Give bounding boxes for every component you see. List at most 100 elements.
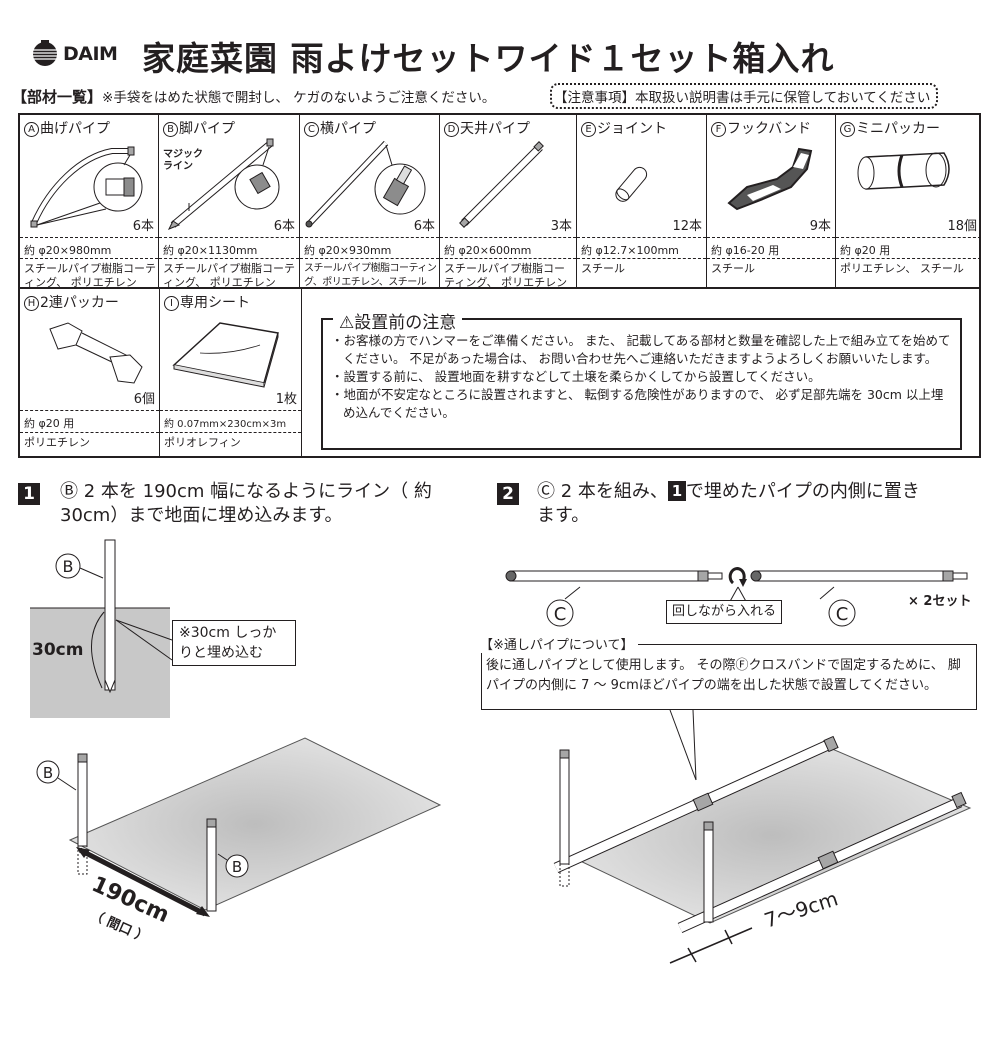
part-material: スチール	[577, 258, 706, 287]
part-material: スチールパイプ樹脂コーティング、ポリエチレン、スチール	[300, 258, 439, 290]
part-size: 約 φ20×600mm	[440, 237, 576, 258]
logo-text: DAIM	[63, 43, 118, 65]
caution-heading: ⚠設置前の注意	[333, 308, 463, 333]
caution-box: ⚠設置前の注意 お客様の方でハンマーをご準備ください。 また、 記載してある部材…	[321, 308, 962, 450]
svg-text:B: B	[43, 764, 53, 782]
note-body: 後に通しパイプとして使用します。 その際Ⓕクロスバンドで固定するために、 脚パイ…	[486, 658, 961, 693]
part-material: スチール	[707, 258, 835, 287]
part-size: 約 φ20 用	[20, 410, 159, 432]
part-size: 約 φ20 用	[836, 237, 981, 258]
part-material: ポリオレフィン	[160, 432, 301, 456]
part-material: スチールパイプ樹脂コーティング、 ポリエチレン	[20, 258, 158, 290]
svg-text:B: B	[232, 858, 242, 876]
part-qty: 12本	[672, 219, 702, 234]
part-qty: 3本	[550, 219, 572, 234]
part-qty: 1枚	[275, 392, 297, 407]
part-qty: 9本	[809, 219, 831, 234]
letter-d-badge: D	[444, 122, 459, 137]
part-material: ポリエチレン、 スチール	[836, 258, 981, 287]
rotate-callout: 回しながら入れる	[666, 600, 783, 624]
bury-callout: ※30cm しっかりと埋め込む	[172, 620, 296, 666]
parts-list-label: 【部材一覧】	[12, 88, 103, 106]
part-size: 約 φ20×980mm	[20, 237, 158, 258]
part-size: 約 φ20×930mm	[300, 237, 439, 258]
page-title: 家庭菜園 雨よけセットワイド１セット箱入れ	[142, 39, 835, 78]
pipe-assembly-diagram: C C	[505, 567, 968, 627]
step-1-number: 1	[18, 483, 40, 505]
joint-icon: 12本	[577, 137, 706, 237]
caution-list: お客様の方でハンマーをご準備ください。 また、 記載してある部材と数量を確認した…	[331, 332, 954, 422]
caution-item: お客様の方でハンマーをご準備ください。 また、 記載してある部材と数量を確認した…	[331, 332, 954, 368]
daim-logo: DAIM	[30, 38, 130, 70]
letter-e-badge: E	[581, 122, 596, 137]
daim-logo-icon	[33, 40, 57, 66]
letter-c-badge: C	[304, 122, 319, 137]
part-material: スチールパイプ樹脂コーティング、 ポリエチレン	[440, 258, 576, 290]
b-label: B	[63, 557, 74, 576]
double-packer-icon: 6個	[20, 311, 159, 410]
parts-list-note: ※手袋をはめた状態で開封し、 ケガのないようご注意ください。	[102, 90, 496, 106]
rotate-arrow-icon	[728, 567, 746, 585]
hook-band-icon: 9本	[707, 137, 835, 237]
magic-line-label: マジック ライン	[163, 149, 203, 172]
part-qty: 6本	[273, 219, 295, 234]
part-qty: 18個	[947, 219, 977, 234]
letter-f-badge: F	[711, 122, 726, 137]
step-1-reference: 1	[667, 481, 686, 501]
leg-pipe-icon: マジック ライン 6本	[159, 137, 299, 237]
part-material: ポリエチレン	[20, 432, 159, 456]
step-1-text: Ⓑ 2 本を 190cm 幅になるようにライン（ 約 30cm）まで地面に埋め込…	[60, 481, 432, 526]
warning-triangle-icon: ⚠	[339, 313, 355, 333]
notice-box: 【注意事項】本取扱い説明書は手元に保管しておいてください	[550, 83, 939, 109]
step-2-layout-diagram	[553, 709, 972, 964]
part-qty: 6本	[132, 219, 154, 234]
step-2-number: 2	[497, 483, 519, 505]
horizontal-pipe-icon: 6本	[300, 137, 439, 237]
svg-text:C: C	[554, 604, 567, 625]
part-size: 約 φ12.7×100mm	[577, 237, 706, 258]
caution-item: 設置する前に、 設置地面を耕すなどして土壌を柔らかくしてから設置してください。	[331, 368, 954, 386]
part-material: スチールパイプ樹脂コーティング、 ポリエチレン	[159, 258, 299, 290]
letter-i-badge: I	[164, 296, 179, 311]
letter-b-badge: B	[163, 122, 178, 137]
part-qty: 6本	[413, 219, 435, 234]
letter-a-badge: A	[24, 122, 39, 137]
through-pipe-note: 【※通しパイプについて】 後に通しパイプとして使用します。 その際Ⓕクロスバンド…	[480, 634, 977, 710]
bent-pipe-icon: 6本	[20, 137, 158, 237]
step-1-depth-diagram: B	[30, 539, 173, 718]
caution-item: 地面が不安定なところに設置されますと、 転倒する危険性がありますので、 必ず足部…	[331, 386, 954, 422]
ceiling-pipe-icon: 3本	[440, 137, 576, 237]
mini-packer-icon: 18個	[836, 137, 981, 237]
parts-list-header: 【部材一覧】※手袋をはめた状態で開封し、 ケガのないようご注意ください。	[12, 86, 495, 107]
letter-h-badge: H	[24, 296, 39, 311]
part-qty: 6個	[133, 392, 155, 407]
step-1-layout-diagram: B B	[36, 737, 442, 917]
depth-label: 30cm	[32, 640, 84, 660]
svg-text:C: C	[836, 604, 849, 625]
part-size: 約 0.07mm×230cm×3m	[160, 410, 301, 432]
note-title: 【※通しパイプについて】	[480, 634, 638, 653]
part-size: 約 φ20×1130mm	[159, 237, 299, 258]
sets-label: × 2セット	[908, 594, 972, 609]
